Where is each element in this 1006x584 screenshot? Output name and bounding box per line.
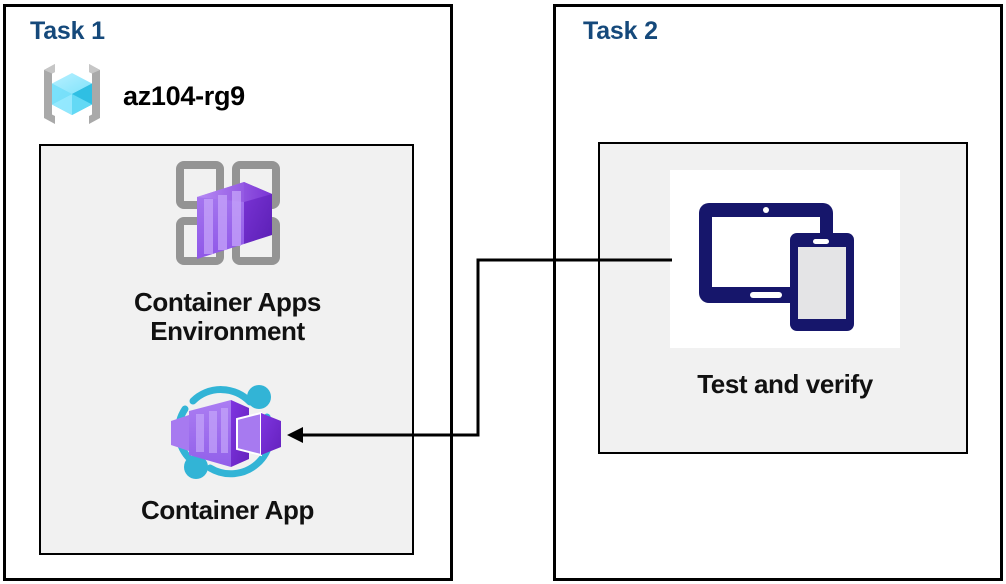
- node-label-container-apps-environment: Container Apps Environment: [133, 287, 321, 347]
- panel-title-task-2: Task 2: [583, 17, 658, 45]
- resource-group-name: az104-rg9: [123, 81, 245, 111]
- container-app-icon: [163, 375, 293, 492]
- ring-node-dot-bottom: [183, 455, 208, 479]
- resource-group-row: az104-rg9: [35, 58, 245, 135]
- panel-title-task-1: Task 1: [30, 17, 105, 45]
- node-container-apps-environment: Container Apps Environment: [60, 155, 395, 346]
- node-container-app: Container App: [60, 375, 395, 525]
- ring-node-dot-top: [246, 385, 271, 409]
- node-label-test-and-verify: Test and verify: [697, 369, 873, 399]
- test-verify-icon-plate: [670, 170, 900, 348]
- devices-test-verify-icon: [687, 181, 883, 338]
- container-apps-environment-icon: [166, 155, 290, 282]
- node-test-and-verify: Test and verify: [635, 170, 935, 399]
- resource-group-icon: [35, 58, 109, 135]
- node-label-container-app: Container App: [141, 495, 314, 525]
